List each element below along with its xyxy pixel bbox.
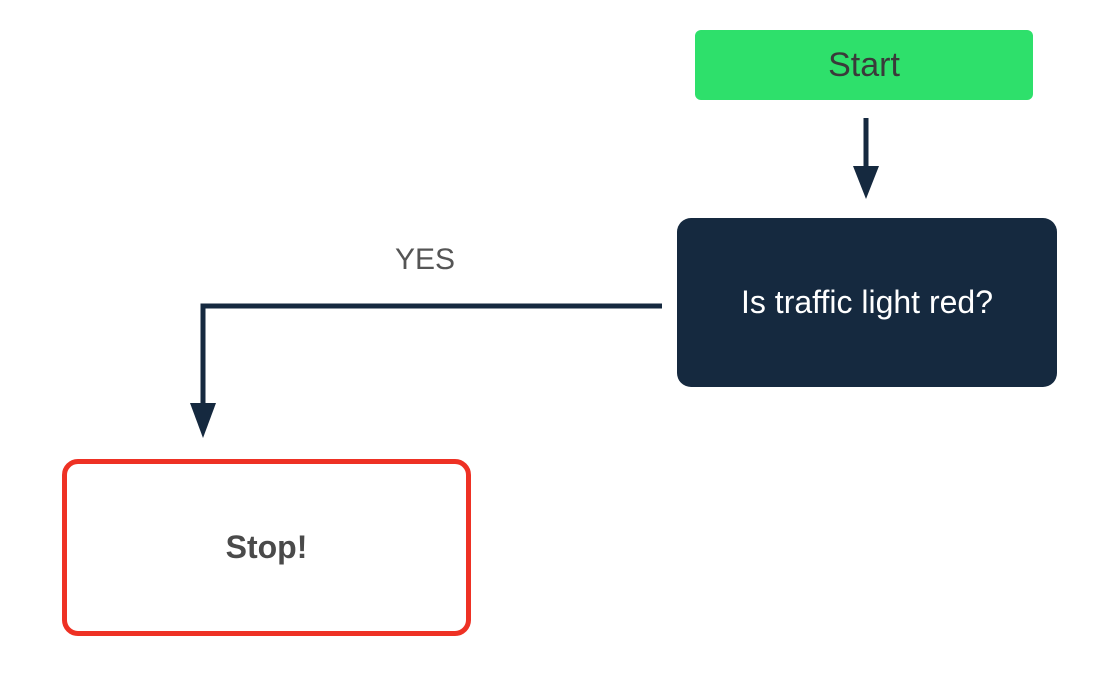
stop-node-label: Stop!	[225, 529, 308, 565]
yes-edge-label: YES	[395, 243, 456, 276]
arrow-start-to-decision-head	[853, 166, 879, 199]
decision-node: Is traffic light red?	[677, 218, 1057, 387]
start-node: Start	[695, 30, 1033, 100]
arrow-decision-to-stop-head	[190, 403, 216, 438]
decision-node-label: Is traffic light red?	[741, 284, 993, 320]
arrow-decision-to-stop	[190, 303, 662, 438]
arrow-start-to-decision	[853, 118, 879, 199]
arrow-decision-to-stop-line	[200, 303, 662, 405]
stop-node: Stop!	[62, 459, 471, 636]
start-node-label: Start	[828, 45, 900, 84]
